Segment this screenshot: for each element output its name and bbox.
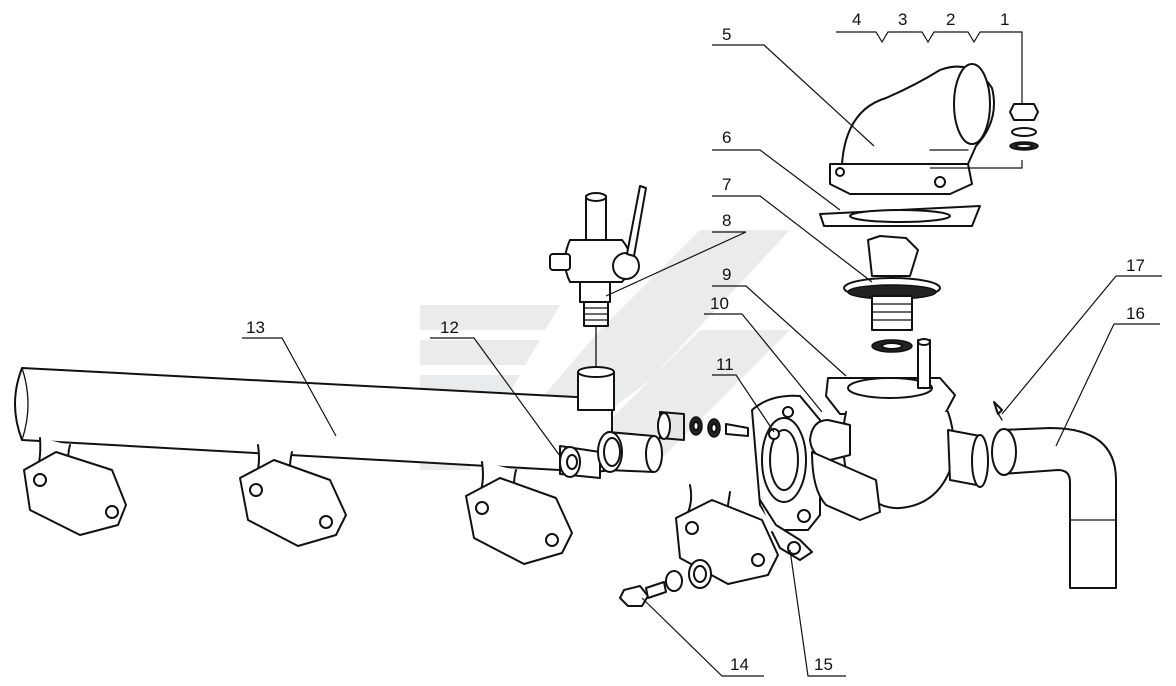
housing-gasket (819, 205, 981, 227)
fasteners-stack (1009, 103, 1039, 151)
callout-10: 10 (710, 294, 729, 313)
callout-16: 16 (1126, 304, 1145, 323)
callout-11: 11 (716, 355, 734, 374)
water-manifold-pipe (14, 367, 779, 585)
callout-9: 9 (722, 265, 731, 284)
outlet-elbow-cover (829, 63, 995, 195)
bolt-with-washers (619, 559, 712, 607)
callout-15: 15 (814, 655, 833, 674)
callout-4: 4 (852, 10, 861, 29)
callout-2: 2 (946, 10, 955, 29)
callout-14: 14 (730, 655, 749, 674)
thermostat-housing (809, 338, 989, 521)
callout-17: 17 (1126, 256, 1145, 275)
callout-5: 5 (722, 25, 731, 44)
callout-1: 1 (1000, 10, 1009, 29)
thermostat (843, 235, 941, 353)
callout-6: 6 (722, 128, 731, 147)
callout-12: 12 (440, 318, 459, 337)
pipe-union-fitting (559, 431, 663, 479)
callout-8: 8 (722, 211, 731, 230)
callout-labels: 1 2 3 4 5 6 7 8 9 10 11 12 13 14 15 16 1… (246, 10, 1145, 674)
outlet-hose-assembly (991, 401, 1117, 589)
drain-cock-assembly (549, 185, 647, 411)
callout-7: 7 (722, 175, 731, 194)
callout-13: 13 (246, 318, 265, 337)
leader-lines (242, 31, 1162, 677)
thermostat-housing-flange (751, 394, 821, 561)
callout-3: 3 (898, 10, 907, 29)
